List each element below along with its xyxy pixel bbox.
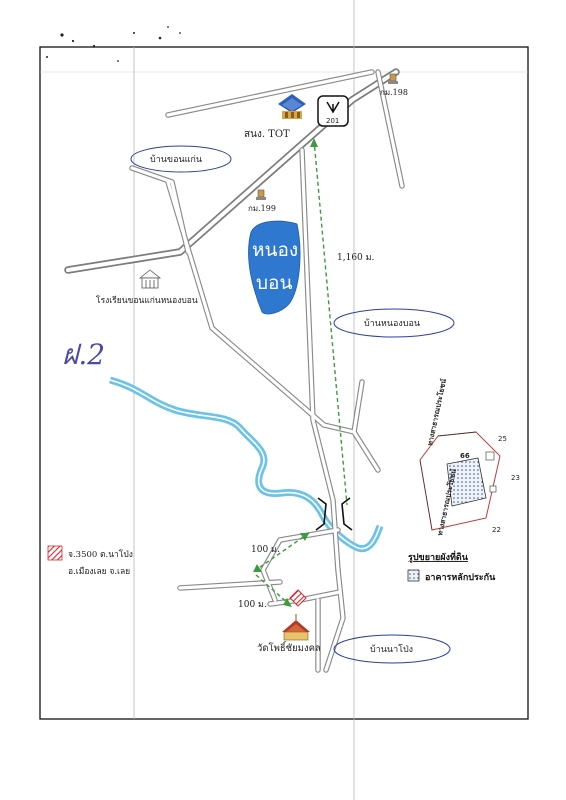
distance-100-label-a: 100 ม. bbox=[251, 545, 280, 555]
inset-neighbor-23: 23 bbox=[511, 474, 520, 482]
deed-legend-swatch bbox=[47, 545, 63, 561]
deed-legend-line2: อ.เมืองเลย จ.เลย bbox=[68, 566, 130, 577]
route-shield-icon bbox=[317, 95, 349, 127]
tot-office-label: สนง. TOT bbox=[244, 129, 290, 140]
nong-bon-lake bbox=[248, 220, 301, 315]
deed-legend-line1: จ.3500 ต.นาโป่ง bbox=[68, 549, 133, 560]
inset-neighbor-22: 22 bbox=[492, 526, 501, 534]
inset-neighbor-25: 25 bbox=[498, 435, 507, 443]
village-nong-bon-label: บ้านหนองบอน bbox=[364, 318, 420, 329]
village-nong-bon bbox=[333, 308, 455, 338]
subject-plot bbox=[289, 589, 307, 607]
inset-lot-number: 66 bbox=[460, 452, 470, 460]
route-path bbox=[252, 139, 348, 606]
scan-specks bbox=[46, 26, 181, 62]
collateral-building bbox=[446, 457, 487, 507]
school-label: โรงเรียนขอนแก่นหนองบอน bbox=[96, 295, 198, 306]
route-number: 201 bbox=[326, 117, 339, 125]
village-na-pong-label: บ้านนาโป่ง bbox=[370, 644, 413, 655]
school-icon bbox=[138, 269, 162, 289]
highway-201 bbox=[64, 68, 400, 274]
village-na-pong bbox=[333, 634, 451, 664]
land-plan-inset: 66 ทางสาธารณประโยชน์ ทางสาธารณประโยชน์ 2… bbox=[419, 378, 520, 536]
kilometer-marker-icon bbox=[256, 189, 266, 200]
km-199-label: กม.199 bbox=[248, 204, 276, 213]
river bbox=[109, 376, 384, 553]
kilometer-marker-icon bbox=[388, 73, 398, 84]
map-frame bbox=[39, 46, 529, 720]
handwritten-note: ฝ.2 bbox=[62, 338, 105, 371]
distance-100-label-b: 100 ม. bbox=[238, 600, 267, 610]
lake-label-line1: หนอง bbox=[252, 239, 298, 261]
village-khon-kaen bbox=[130, 145, 232, 173]
temple-label: วัดโพธิ์ชัยมงคล bbox=[257, 640, 321, 654]
building-legend-swatch bbox=[407, 569, 420, 582]
building-legend-label: อาคารหลักประกัน bbox=[425, 572, 496, 583]
lake-label-line2: บอน bbox=[256, 272, 292, 294]
bridge-icon bbox=[315, 497, 353, 531]
temple-icon bbox=[282, 614, 310, 641]
route-path-arrows bbox=[253, 138, 318, 607]
village-khon-kaen-label: บ้านขอนแก่น bbox=[150, 154, 202, 165]
local-roads bbox=[129, 69, 405, 673]
inset-title: รูปขยายผังที่ดิน bbox=[408, 550, 469, 563]
km-198-label: กม.198 bbox=[380, 88, 408, 97]
distance-1160-label: 1,160 ม. bbox=[337, 253, 375, 263]
building-icon bbox=[278, 94, 306, 119]
